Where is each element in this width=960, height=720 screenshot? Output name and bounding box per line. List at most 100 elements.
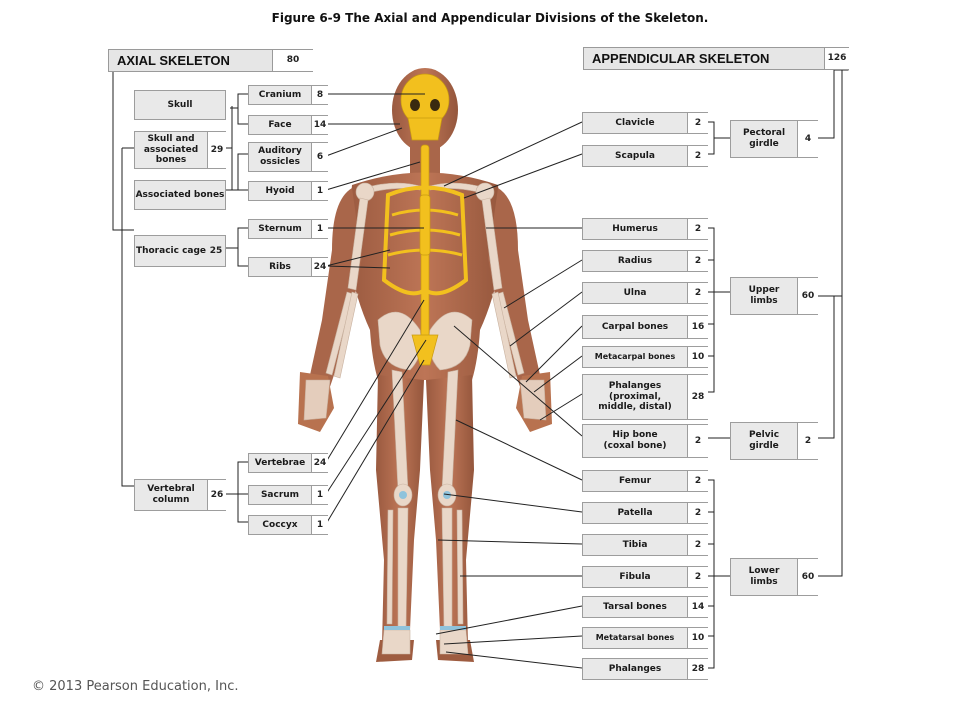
group-skull-assoc-label: Skull and associated bones (143, 133, 199, 166)
bone-scapula-label: Scapula (615, 150, 655, 161)
bone-carpal-count: 16 (687, 316, 708, 338)
bone-metatarsal-bones: Metatarsal bones 10 (582, 627, 708, 649)
bone-radius-count: 2 (687, 251, 708, 271)
bone-phalanges-hand-count: 28 (687, 375, 708, 419)
bone-coccyx-label: Coccyx (262, 519, 298, 530)
appendicular-skeleton-count: 126 (824, 48, 849, 69)
bone-sternum-count: 1 (311, 220, 328, 238)
axial-skeleton-count: 80 (272, 50, 313, 71)
group-pelvic-label: Pelvic girdle (748, 430, 780, 451)
bone-carpal-label: Carpal bones (601, 321, 669, 332)
bone-auditory-count: 6 (311, 143, 328, 171)
bone-ribs-count: 24 (311, 258, 328, 276)
bone-metatarsal-count: 10 (687, 628, 708, 648)
skull-features (410, 99, 440, 111)
joint-cartilage (384, 491, 466, 630)
group-lower-count: 60 (797, 559, 818, 595)
bone-cranium-count: 8 (311, 86, 328, 104)
bone-patella-count: 2 (687, 503, 708, 523)
bone-carpal-bones: Carpal bones 16 (582, 315, 708, 339)
bone-tibia: Tibia 2 (582, 534, 708, 556)
axial-skeleton-header: AXIAL SKELETON 80 (108, 49, 313, 72)
bone-sacrum-count: 1 (311, 486, 328, 504)
bone-radius: Radius 2 (582, 250, 708, 272)
bone-coccyx-count: 1 (311, 516, 328, 534)
bone-radius-label: Radius (617, 255, 653, 266)
appendicular-skeleton-header: APPENDICULAR SKELETON 126 (583, 47, 849, 70)
bone-patella-label: Patella (617, 507, 653, 518)
bone-metacarpal-count: 10 (687, 347, 708, 367)
group-thoracic-cage: Thoracic cage 25 (134, 235, 226, 267)
bone-cranium-label: Cranium (258, 89, 302, 100)
bone-auditory-label: Auditory ossicles (258, 146, 302, 167)
bone-phalanges-foot-label: Phalanges (608, 663, 662, 674)
bone-hip-count: 2 (687, 425, 708, 457)
bone-sternum-label: Sternum (258, 223, 302, 234)
bone-fibula-count: 2 (687, 567, 708, 587)
group-skull-and-associated-bones: Skull and associated bones 29 (134, 131, 226, 169)
bone-hyoid-label: Hyoid (265, 185, 295, 196)
bone-phalanges-hand-label: Phalanges (proximal, middle, distal) (598, 380, 672, 413)
group-skull-label: Skull (167, 99, 193, 110)
bone-ulna-label: Ulna (623, 287, 647, 298)
bone-clavicle-count: 2 (687, 113, 708, 133)
group-thoracic-count: 25 (207, 236, 225, 266)
group-pectoral-count: 4 (797, 121, 818, 157)
bone-ulna: Ulna 2 (582, 282, 708, 304)
group-lower-label: Lower limbs (748, 566, 780, 587)
group-skull-assoc-count: 29 (207, 132, 226, 168)
bone-ribs-label: Ribs (269, 261, 291, 272)
bone-hip-label: Hip bone (coxal bone) (603, 430, 667, 451)
bone-metacarpal-bones: Metacarpal bones 10 (582, 346, 708, 368)
appendicular-bones (303, 182, 547, 655)
appendicular-skeleton-label: APPENDICULAR SKELETON (592, 51, 770, 66)
bone-humerus-count: 2 (687, 219, 708, 239)
bone-clavicle-label: Clavicle (615, 117, 655, 128)
bone-auditory-ossicles: Auditory ossicles 6 (248, 142, 328, 172)
group-vertebral-label: Vertebral column (147, 484, 195, 505)
bone-vertebrae: Vertebrae 24 (248, 453, 328, 473)
bone-humerus: Humerus 2 (582, 218, 708, 240)
bone-sacrum-label: Sacrum (260, 489, 300, 500)
bone-femur-count: 2 (687, 471, 708, 491)
bone-scapula: Scapula 2 (582, 145, 708, 167)
figure-title: Figure 6-9 The Axial and Appendicular Di… (271, 11, 709, 25)
group-skull: Skull (134, 90, 226, 120)
copyright-notice: © 2013 Pearson Education, Inc. (32, 679, 239, 694)
bone-face-count: 14 (311, 116, 328, 134)
bone-fibula: Fibula 2 (582, 566, 708, 588)
bone-hyoid-count: 1 (311, 182, 328, 200)
bone-vertebrae-count: 24 (311, 454, 328, 472)
axial-skeleton-label: AXIAL SKELETON (117, 53, 230, 68)
bone-sacrum: Sacrum 1 (248, 485, 328, 505)
bone-hip-bone: Hip bone (coxal bone) 2 (582, 424, 708, 458)
group-pectoral-label: Pectoral girdle (742, 128, 786, 149)
bone-hyoid: Hyoid 1 (248, 181, 328, 201)
bone-coccyx: Coccyx 1 (248, 515, 328, 535)
bone-patella: Patella 2 (582, 502, 708, 524)
bone-clavicle: Clavicle 2 (582, 112, 708, 134)
bone-phalanges-hand: Phalanges (proximal, middle, distal) 28 (582, 374, 708, 420)
bone-tarsal-bones: Tarsal bones 14 (582, 596, 708, 618)
group-upper-label: Upper limbs (748, 285, 780, 306)
bone-tibia-label: Tibia (622, 539, 648, 550)
group-upper-limbs: Upper limbs 60 (730, 277, 818, 315)
bone-ribs: Ribs 24 (248, 257, 328, 277)
group-pelvic-count: 2 (797, 423, 818, 459)
bone-humerus-label: Humerus (612, 223, 658, 234)
bone-sternum: Sternum 1 (248, 219, 328, 239)
group-thoracic-label: Thoracic cage (135, 245, 207, 256)
group-associated-bones: Associated bones (134, 180, 226, 210)
group-lower-limbs: Lower limbs 60 (730, 558, 818, 596)
bone-ulna-count: 2 (687, 283, 708, 303)
bone-femur-label: Femur (618, 475, 652, 486)
bone-fibula-label: Fibula (619, 571, 651, 582)
bone-metatarsal-label: Metatarsal bones (595, 633, 675, 643)
bone-face: Face 14 (248, 115, 328, 135)
group-vertebral-column: Vertebral column 26 (134, 479, 226, 511)
bone-femur: Femur 2 (582, 470, 708, 492)
bone-tarsal-label: Tarsal bones (603, 601, 667, 612)
bone-cranium: Cranium 8 (248, 85, 328, 105)
